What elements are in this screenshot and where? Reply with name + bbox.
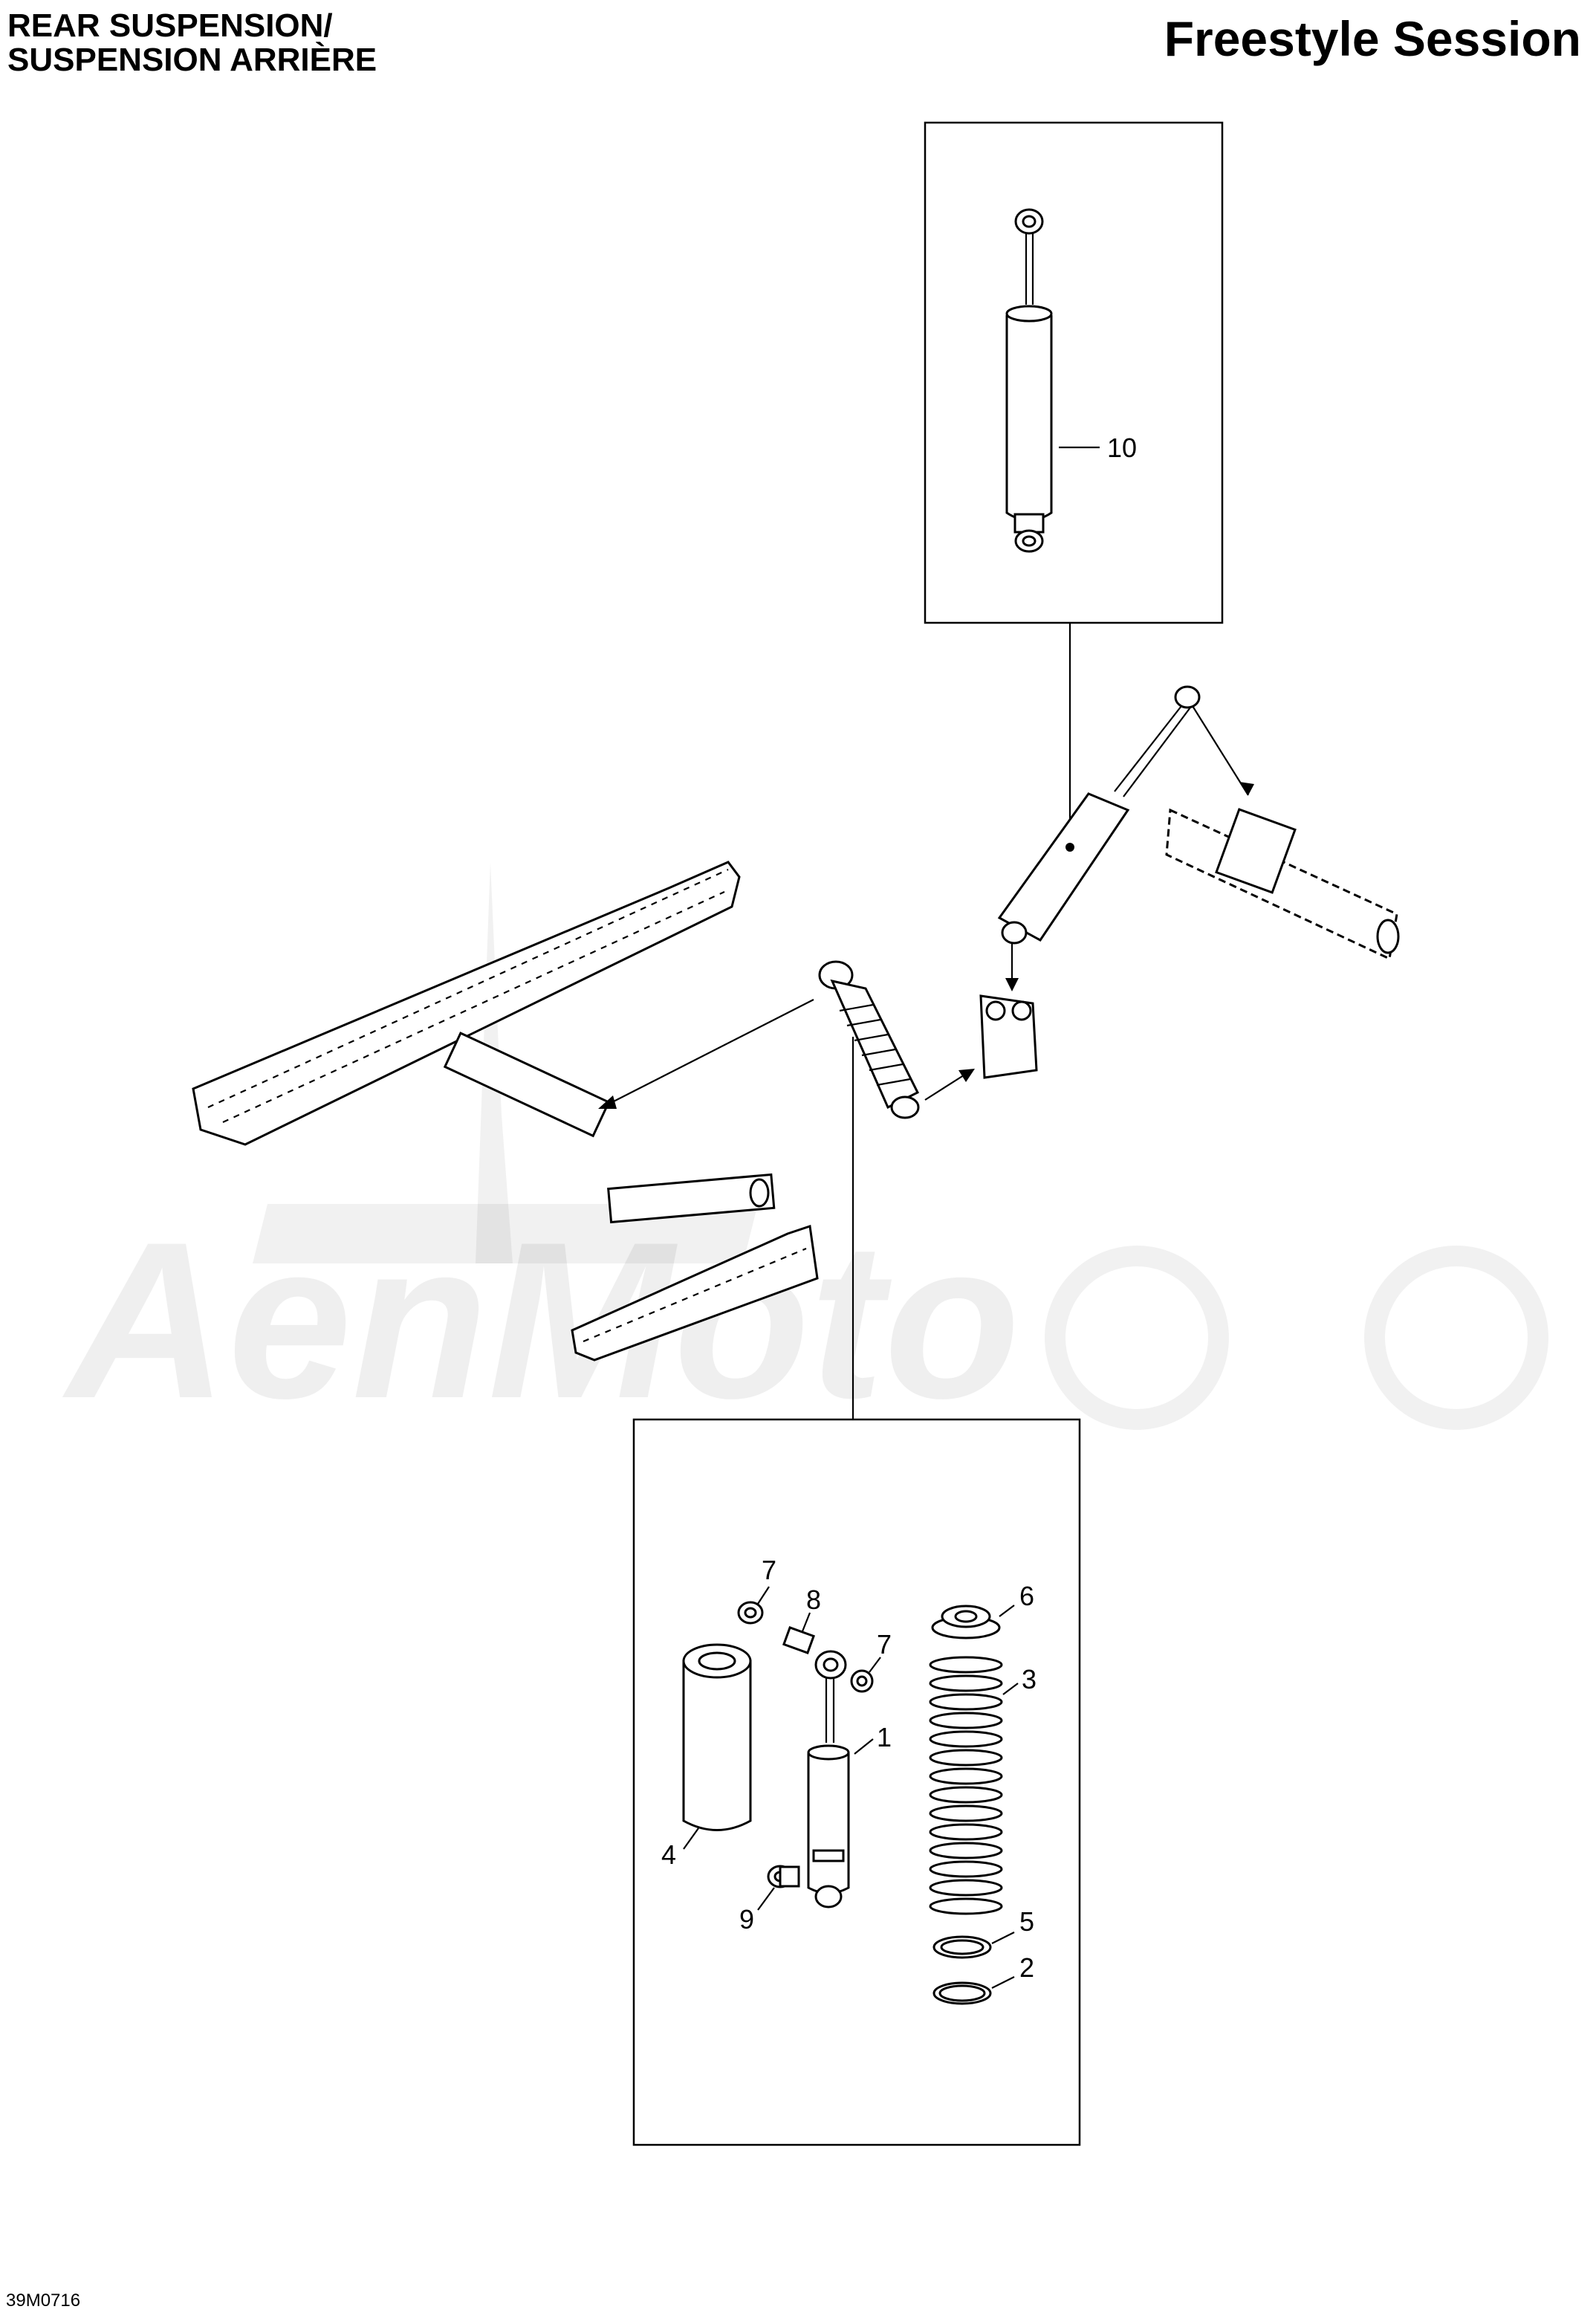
callout-5: 5 <box>1019 1906 1034 1937</box>
section-title-en: REAR SUSPENSION/ <box>7 7 333 44</box>
lower-detail-box: 4 7 8 7 1 <box>632 1418 1081 2146</box>
slide-rail-right <box>571 1225 819 1362</box>
callout-3: 3 <box>1022 1664 1037 1694</box>
bushing-part-9 <box>767 1865 800 1888</box>
callout-10: 10 <box>1107 433 1137 463</box>
callout-7-right: 7 <box>877 1629 892 1660</box>
shock-absorber-part-10 <box>1005 208 1053 553</box>
bushing-part-7-left <box>737 1601 764 1625</box>
callout-9: 9 <box>739 1904 754 1935</box>
arrow-to-front-arm <box>609 999 814 1104</box>
section-title-fr: SUSPENSION ARRIÈRE <box>7 42 377 78</box>
rear-arm-bracket <box>1165 808 1400 961</box>
watermark: AenMoto <box>60 862 1548 1445</box>
model-title: Freestyle Session <box>1164 11 1581 66</box>
assembled-rear-shock <box>997 685 1201 945</box>
arrow-to-bracket <box>1192 705 1249 796</box>
coil-spring-part-3 <box>929 1656 1003 1915</box>
callout-7-top: 7 <box>762 1555 776 1585</box>
section-title: REAR SUSPENSION/ SUSPENSION ARRIÈRE <box>7 9 377 77</box>
callout-4: 4 <box>661 1839 676 1870</box>
callout-2: 2 <box>1019 1952 1034 1983</box>
upper-detail-box: 10 <box>924 121 1224 624</box>
watermark-text: AenMoto <box>60 1195 1020 1445</box>
protector-boot-part-4 <box>682 1643 752 1831</box>
front-arm <box>443 1032 776 1224</box>
shock-lower-mount <box>979 994 1038 1079</box>
washer-part-5 <box>932 1935 992 1959</box>
callout-6: 6 <box>1019 1581 1034 1611</box>
spring-seat-part-6 <box>931 1605 1001 1639</box>
slide-rail-left <box>192 861 741 1146</box>
spacer-part-8 <box>782 1625 816 1655</box>
ring-part-2 <box>932 1981 992 2005</box>
bushing-part-7-right <box>850 1669 874 1693</box>
callout-8: 8 <box>806 1584 821 1615</box>
figure-code: 39M0716 <box>6 2291 81 2311</box>
callout-1: 1 <box>877 1722 892 1752</box>
shock-body-part-1 <box>807 1650 850 1909</box>
assembled-coil-over-shock <box>818 960 920 1119</box>
